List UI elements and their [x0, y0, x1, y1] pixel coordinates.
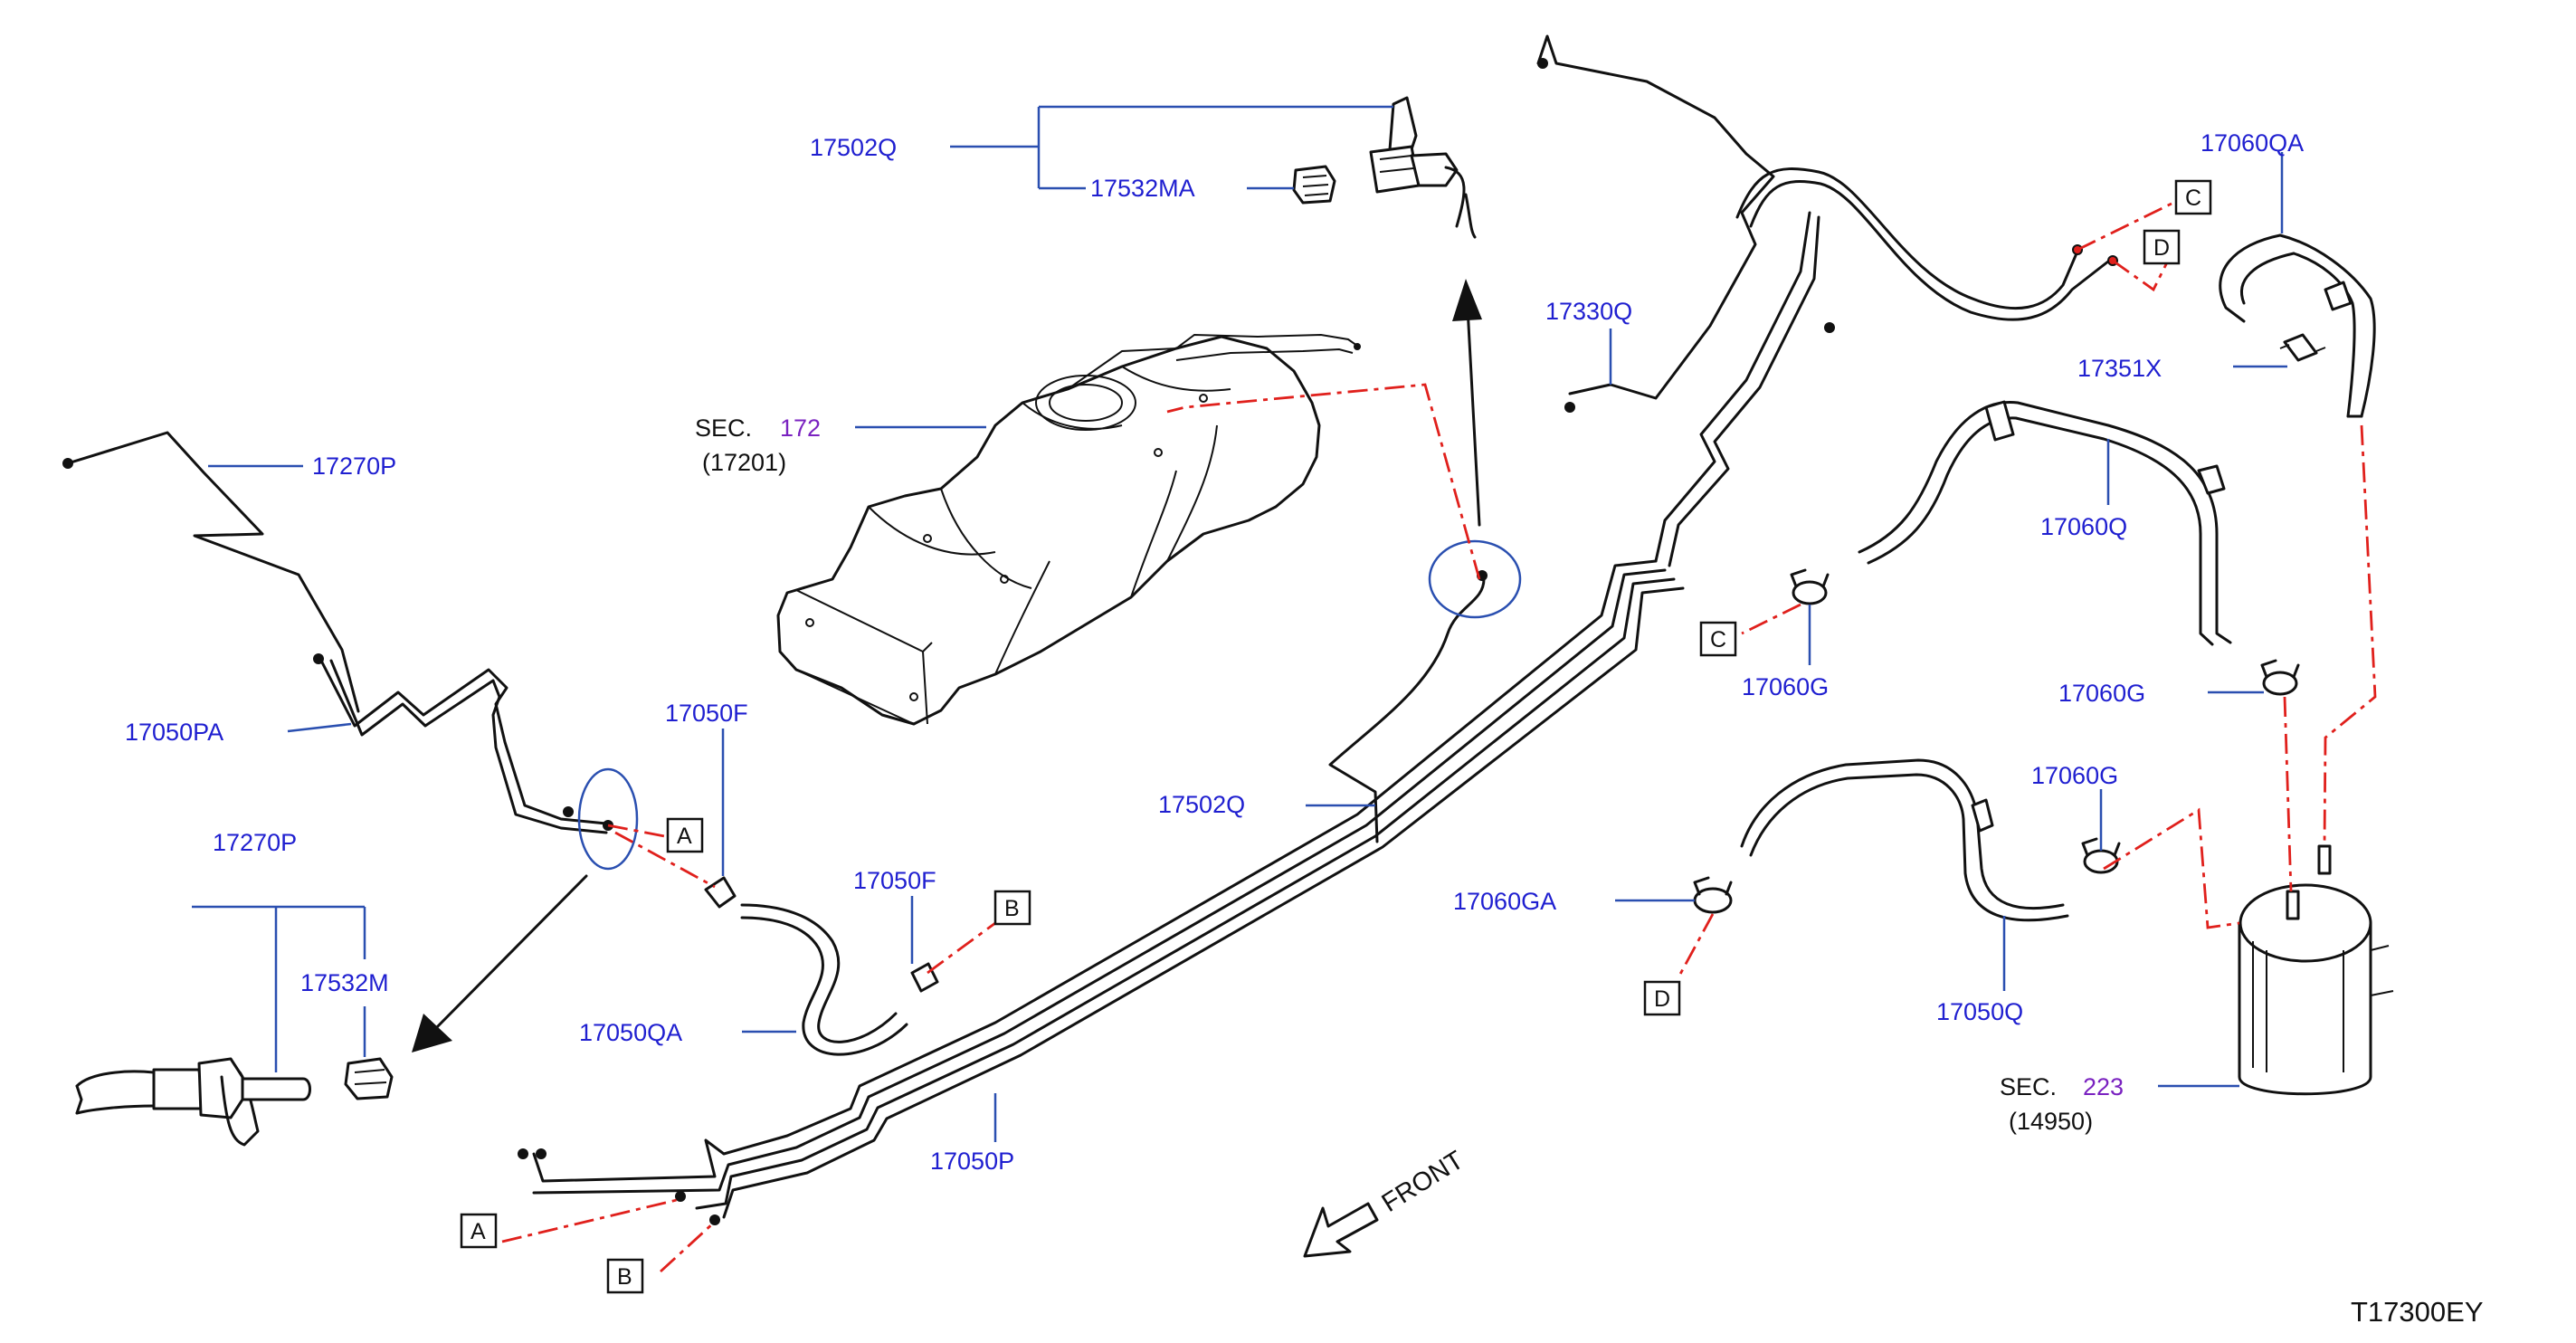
fitting-17351x	[2279, 333, 2326, 362]
sec-sub: (17201)	[702, 449, 786, 476]
label-17060g-mid: 17060G	[2058, 680, 2145, 707]
section-ref-223: SEC. 223 (14950)	[2000, 1073, 2124, 1135]
evap-canister	[2238, 844, 2394, 1096]
label-17050f-left: 17050F	[665, 700, 748, 727]
hose-17050q	[1740, 758, 2069, 922]
label-17050pa: 17050PA	[125, 719, 223, 746]
filler-tube-17050pa	[313, 653, 613, 834]
label-17351x: 17351X	[2077, 355, 2162, 382]
sec-prefix: SEC.	[2000, 1073, 2057, 1100]
detail-ring-tank	[1428, 539, 1522, 619]
filler-nozzle-assembly	[75, 1057, 311, 1147]
tube-bundle-17050p	[518, 559, 1685, 1225]
sec-number: 223	[2083, 1073, 2124, 1100]
callout-c-lower: C	[1699, 621, 1737, 657]
clamp-17060g-mid	[2260, 659, 2300, 696]
callout-b-upper: B	[993, 890, 1031, 926]
label-17532m: 17532M	[300, 969, 389, 996]
sec-prefix: SEC.	[695, 414, 752, 442]
section-ref-172: SEC. 172 (17201)	[695, 414, 821, 476]
sec-sub: (14950)	[2009, 1108, 2093, 1135]
hose-17050qa	[740, 903, 908, 1056]
vent-loop-upper	[1735, 167, 2118, 321]
callout-d-lower: D	[1643, 980, 1681, 1016]
part-labels: 17502Q 17532MA 17270P 17050PA 17270P 175…	[125, 129, 2304, 1175]
fuel-tank	[776, 333, 1361, 726]
callout-letter: D	[1654, 986, 1670, 1012]
callout-letter: C	[1710, 627, 1726, 652]
hose-17060q	[1858, 400, 2232, 646]
label-17050f-right: 17050F	[853, 867, 936, 894]
clip-17532m	[344, 1057, 394, 1100]
detail-arrow-up	[1452, 279, 1482, 527]
clamp-17060g-c	[1790, 568, 1830, 605]
label-17060g-c: 17060G	[1742, 673, 1829, 700]
callout-c-upper: C	[2174, 179, 2212, 215]
leader-lines	[192, 105, 2287, 1142]
clamp-17060ga	[1693, 876, 1733, 914]
label-17330q: 17330Q	[1545, 298, 1632, 325]
label-17060q: 17060Q	[2040, 513, 2127, 540]
label-17050q: 17050Q	[1936, 998, 2023, 1025]
detail-arrow-left	[412, 874, 588, 1052]
tank-outlet-tube	[1328, 570, 1488, 843]
sec-number: 172	[780, 414, 821, 442]
clip-17532ma	[1292, 165, 1336, 205]
vent-line-17330q	[1536, 34, 1835, 567]
front-arrow	[1303, 1202, 1379, 1258]
label-17502q-lower: 17502Q	[1158, 791, 1245, 818]
label-17532ma: 17532MA	[1090, 175, 1195, 202]
label-17060g-lower: 17060G	[2031, 762, 2118, 789]
connection-lines	[501, 202, 2377, 1273]
connector-17502q	[1369, 96, 1477, 239]
callout-a-lower: A	[460, 1213, 498, 1249]
diagram-id: T17300EY	[2351, 1296, 2484, 1328]
callout-a-upper: A	[666, 817, 704, 853]
detail-ring-a	[577, 767, 639, 871]
label-17270p-lower: 17270P	[213, 829, 297, 856]
label-17050p: 17050P	[930, 1148, 1014, 1175]
callout-letter: B	[1004, 896, 1020, 921]
callout-letter: A	[471, 1219, 486, 1244]
label-17060ga: 17060GA	[1453, 888, 1556, 915]
callout-d-upper: D	[2143, 229, 2181, 265]
label-17060qa: 17060QA	[2201, 129, 2304, 157]
callout-b-lower: B	[606, 1258, 644, 1294]
callout-letter: B	[617, 1264, 632, 1290]
clamp-17050f-left	[704, 876, 737, 909]
label-17050qa: 17050QA	[579, 1019, 682, 1046]
label-17502q-top: 17502Q	[810, 134, 897, 161]
front-label: FRONT	[1377, 1146, 1469, 1218]
vent-tube-17270p	[62, 431, 360, 713]
callout-letter: C	[2185, 186, 2201, 211]
callout-letter: A	[677, 824, 692, 849]
label-17270p-top: 17270P	[312, 452, 396, 480]
callout-letter: D	[2153, 235, 2170, 261]
hose-17060qa	[2219, 233, 2376, 418]
